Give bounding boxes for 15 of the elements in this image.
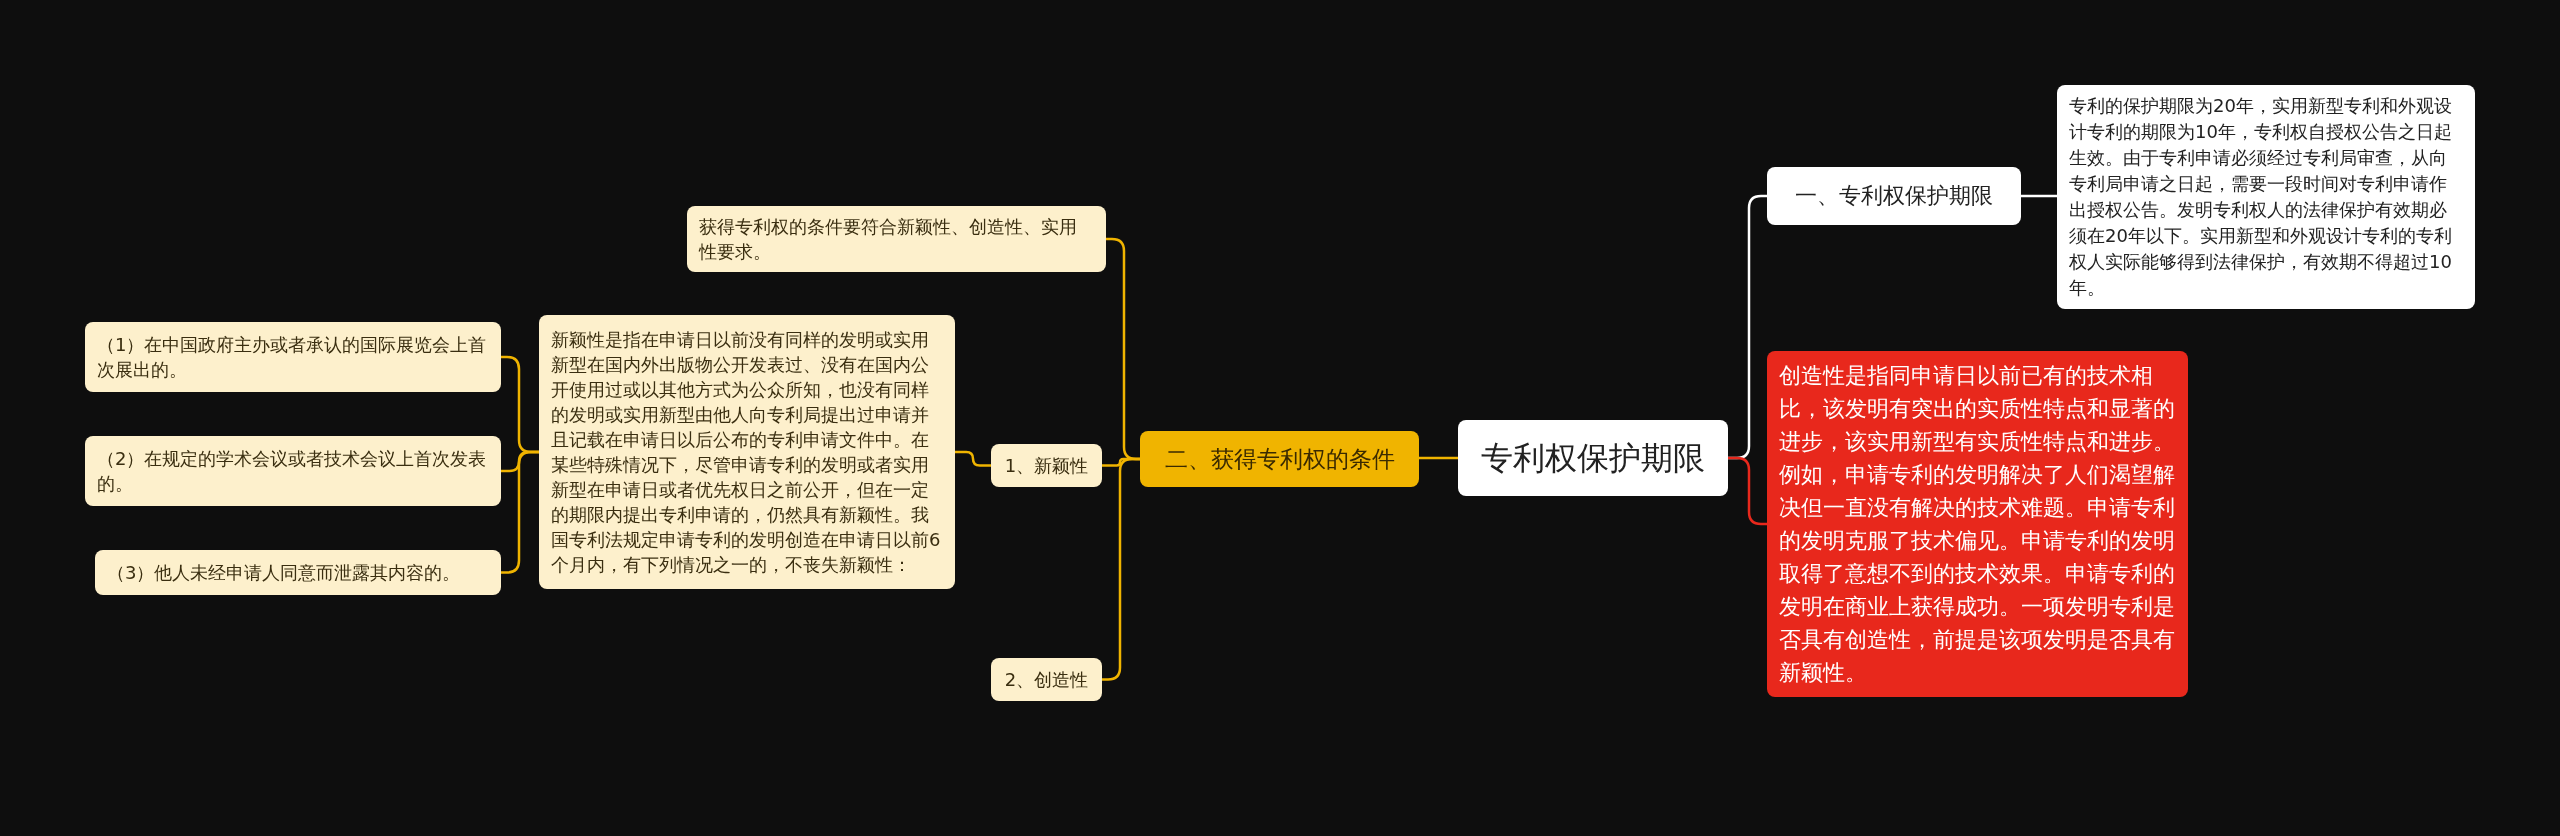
- list-item-box: （2）在规定的学术会议或者技术会议上首次发表的。: [85, 436, 501, 506]
- note-box: 创造性是指同申请日以前已有的技术相比，该发明有突出的实质性特点和显著的进步，该实用新型有实质性特点和进步。例如，申请专利的发明解决了人们渴望解决但一直没有解决的技术难题。申请专利的发明克服了技术偏见。申请专利的发明取得了意想不到的技术效果。申请专利的发明在商业上获得成功。一项发明专利是否具有创造性，前提是该项发明是否具有新颖性。: [1767, 351, 2188, 697]
- connector-line: [955, 450, 991, 467]
- subtopic-box: 2、创造性: [991, 658, 1102, 701]
- note-box: 专利的保护期限为20年，实用新型专利和外观设计专利的期限为10年，专利权自授权公告之日起生效。由于专利申请必须经过专利局审查，从向专利局申请之日起，需要一段时间对专利申请作出授权公告。发明专利权人的法律保护有效期必须在20年以下。实用新型和外观设计专利的专利权人实际能够得到法律保护，有效期不得超过10年。: [2057, 85, 2475, 309]
- branch-topic-box: 一、专利权保护期限: [1767, 167, 2021, 225]
- list-item-box: （3）他人未经申请人同意而泄露其内容的。: [95, 550, 501, 595]
- branch-topic-box: 二、获得专利权的条件: [1140, 431, 1419, 487]
- connector-line: [2021, 194, 2057, 198]
- subtopic-box: 1、新颖性: [991, 444, 1102, 487]
- note-box: 获得专利权的条件要符合新颖性、创造性、实用性要求。: [687, 206, 1106, 272]
- connector-line: [1419, 456, 1458, 460]
- list-item-box: （1）在中国政府主办或者承认的国际展览会上首次展出的。: [85, 322, 501, 392]
- root-topic-box: 专利权保护期限: [1458, 420, 1728, 496]
- note-box: 新颖性是指在申请日以前没有同样的发明或实用新型在国内外出版物公开发表过、没有在国内公开使用过或以其他方式为公众所知，也没有同样的发明或实用新型由他人向专利局提出过申请并且记载在申请日以后公布的专利申请文件中。在某些特殊情况下，尽管申请专利的发明或者实用新型在申请日或者优先权日之前公开，但在一定的期限内提出专利申请的，仍然具有新颖性。我国专利法规定申请专利的发明创造在申请日以前6个月内，有下列情况之一的，不丧失新颖性：: [539, 315, 955, 589]
